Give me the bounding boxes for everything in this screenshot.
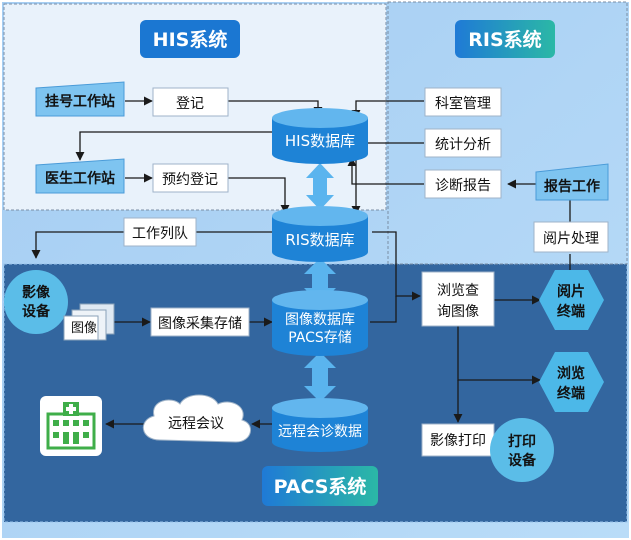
svg-text:报告工作: 报告工作	[544, 178, 600, 195]
reading-terminal-hex: 阅片 终端	[539, 270, 604, 330]
svg-text:诊断报告: 诊断报告	[435, 178, 491, 194]
svg-text:设备: 设备	[22, 303, 51, 320]
diagnosis-report-box: 诊断报告	[424, 169, 502, 199]
register-box: 登记	[152, 87, 229, 117]
svg-text:远程会议: 远程会议	[168, 416, 224, 432]
svg-text:登记: 登记	[176, 96, 204, 112]
svg-text:影像: 影像	[22, 284, 51, 301]
image-print-box: 影像打印	[421, 423, 495, 457]
doctor-station-tag: 医生工作站	[35, 158, 125, 194]
remote-database: 远程会诊数据	[272, 398, 368, 452]
svg-text:预约登记: 预约登记	[162, 172, 218, 188]
svg-text:图像: 图像	[71, 321, 97, 336]
ris-badge: RIS系统	[455, 20, 555, 58]
image-document-stack: 图像	[63, 303, 115, 341]
svg-text:终端: 终端	[557, 385, 585, 402]
hospital-icon	[40, 396, 102, 456]
svg-text:打印: 打印	[508, 433, 536, 450]
register-station-tag: 挂号工作站	[35, 81, 125, 117]
svg-text:询图像: 询图像	[437, 304, 479, 320]
ris-title: RIS系统	[468, 28, 541, 51]
svg-text:RIS数据库: RIS数据库	[285, 231, 354, 249]
appointment-box: 预约登记	[152, 163, 229, 193]
svg-text:挂号工作站: 挂号工作站	[45, 93, 115, 110]
svg-text:医生工作站: 医生工作站	[45, 170, 115, 187]
svg-text:科室管理: 科室管理	[435, 95, 491, 112]
svg-text:阅片处理: 阅片处理	[543, 231, 599, 247]
image-capture-box: 图像采集存储	[150, 307, 250, 337]
svg-text:影像打印: 影像打印	[430, 432, 486, 449]
his-title: HIS系统	[153, 28, 228, 51]
print-device-circle: 打印 设备	[490, 418, 554, 482]
dept-mgmt-box: 科室管理	[424, 87, 502, 117]
svg-text:终端: 终端	[557, 303, 585, 320]
pacs-title: PACS系统	[274, 475, 367, 498]
his-database: HIS数据库	[272, 108, 368, 164]
svg-text:远程会诊数据: 远程会诊数据	[278, 424, 362, 440]
svg-text:阅片: 阅片	[557, 283, 585, 300]
svg-text:图像采集存储: 图像采集存储	[158, 315, 242, 332]
pacs-badge: PACS系统	[262, 466, 378, 506]
imaging-device-circle: 影像 设备	[4, 270, 68, 334]
his-badge: HIS系统	[140, 20, 240, 58]
svg-text:设备: 设备	[508, 452, 537, 469]
browse-query-box: 浏览查 询图像	[421, 271, 495, 327]
svg-text:图像数据库: 图像数据库	[285, 312, 355, 328]
db-link-image-remote	[304, 352, 336, 402]
stats-box: 统计分析	[424, 128, 502, 158]
svg-text:浏览: 浏览	[557, 365, 585, 382]
db-link-his-ris	[306, 163, 334, 210]
work-list-box: 工作列队	[123, 217, 197, 247]
ris-database: RIS数据库	[272, 206, 368, 262]
remote-meeting-cloud: 远程会议	[143, 394, 251, 443]
report-work-tag: 报告工作	[535, 163, 609, 201]
read-process-box: 阅片处理	[533, 221, 609, 253]
svg-text:工作列队: 工作列队	[132, 226, 188, 242]
svg-text:PACS存储: PACS存储	[288, 330, 352, 346]
svg-text:浏览查: 浏览查	[437, 283, 479, 299]
svg-text:HIS数据库: HIS数据库	[285, 132, 355, 150]
browse-terminal-hex: 浏览 终端	[539, 352, 604, 412]
svg-text:统计分析: 统计分析	[435, 137, 491, 153]
image-database: 图像数据库 PACS存储	[272, 290, 368, 356]
